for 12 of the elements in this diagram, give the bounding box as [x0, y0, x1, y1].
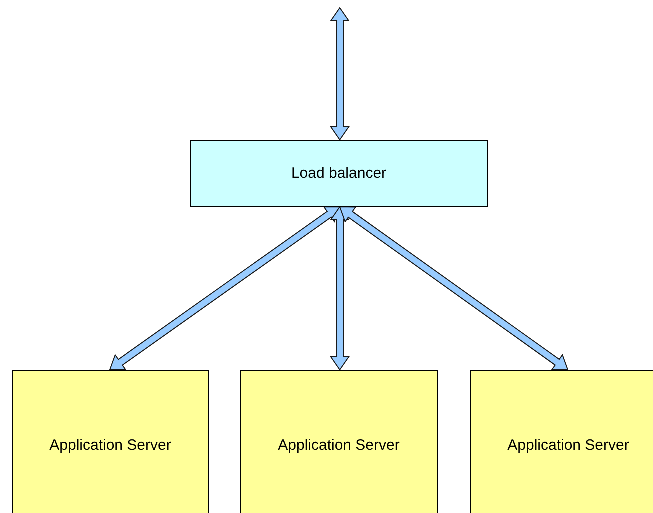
- node-label: Application Server: [50, 436, 172, 454]
- node-label: Load balancer: [291, 165, 387, 182]
- load-balancer-box: [190, 140, 488, 207]
- node-label: Application Server: [508, 436, 630, 454]
- server-box: [12, 370, 209, 513]
- server-box: [240, 370, 438, 513]
- server-box: [470, 370, 653, 513]
- double-arrow: [330, 206, 350, 371]
- node-label: Application Server: [278, 436, 400, 454]
- double-arrow: [109, 206, 341, 370]
- double-arrow: [330, 7, 350, 141]
- double-arrow: [339, 206, 569, 371]
